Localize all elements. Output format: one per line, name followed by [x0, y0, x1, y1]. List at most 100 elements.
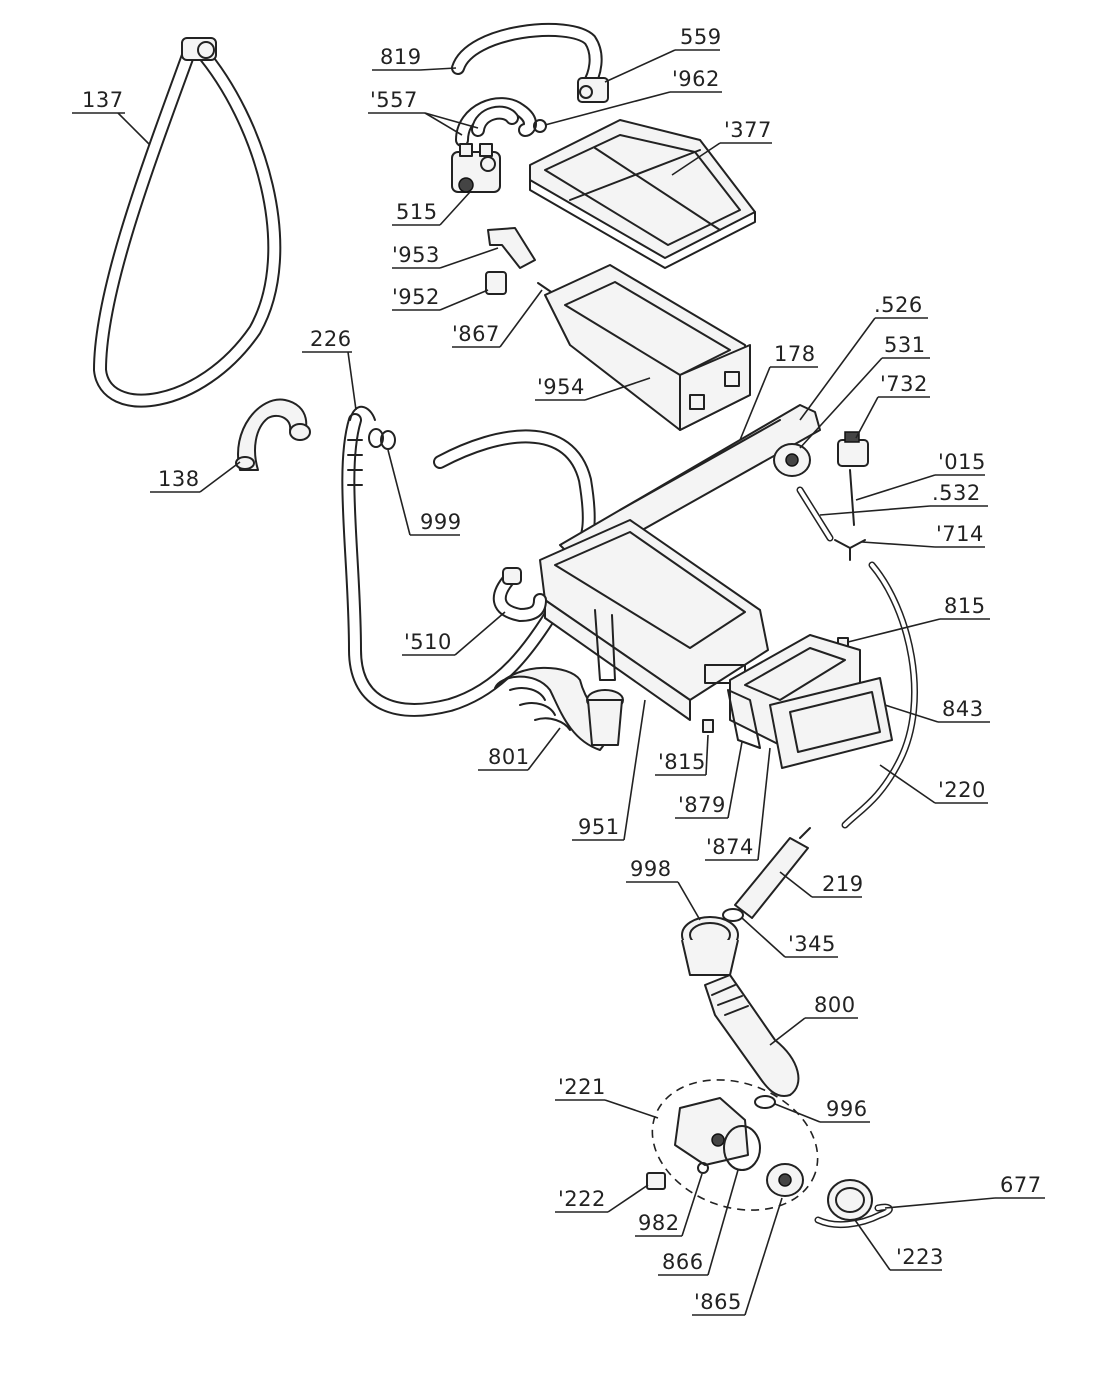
callout-866: 866: [658, 1169, 739, 1276]
label-952: '952: [392, 285, 440, 309]
part-953-siphon[interactable]: [487, 227, 536, 269]
part-559-valve[interactable]: [577, 77, 609, 103]
callout-137: 137: [72, 88, 151, 146]
label-999: 999: [420, 510, 462, 534]
callout-526: .526: [799, 293, 928, 421]
callout-874: '874: [705, 747, 771, 861]
label-178: 178: [774, 342, 816, 366]
label-221: '221: [558, 1075, 606, 1099]
part-557-hoses[interactable]: [455, 97, 547, 147]
callout-226: 226: [302, 327, 357, 411]
part-999-clamp[interactable]: [368, 428, 396, 450]
label-962: '962: [672, 67, 720, 91]
label-557: '557: [370, 88, 418, 112]
part-hose-top-loop[interactable]: [433, 429, 596, 547]
part-815-clip-b[interactable]: [702, 719, 714, 733]
callout-220: '220: [879, 764, 988, 804]
label-843: 843: [942, 697, 984, 721]
part-138-hose-bracket[interactable]: [235, 398, 311, 471]
label-865: '865: [694, 1290, 742, 1314]
part-219-tube[interactable]: [734, 827, 811, 919]
part-800-drain-bellows[interactable]: [704, 974, 800, 1097]
callout-345: '345: [741, 917, 838, 958]
label-953: '953: [392, 243, 440, 267]
part-532-tube[interactable]: [796, 486, 834, 542]
callout-867: '867: [452, 289, 543, 348]
label-515: 515: [396, 200, 438, 224]
part-223-filter-cap[interactable]: [827, 1179, 873, 1221]
callout-223: '223: [854, 1219, 944, 1271]
label-559: 559: [680, 25, 722, 49]
part-226-drain-hose[interactable]: [341, 405, 567, 717]
label-510: '510: [404, 630, 452, 654]
label-223: '223: [896, 1245, 944, 1269]
label-867: '867: [452, 322, 500, 346]
callout-996: 996: [774, 1097, 870, 1123]
part-015-tube[interactable]: [849, 469, 855, 526]
label-714: '714: [936, 522, 984, 546]
label-982: 982: [638, 1211, 680, 1235]
part-954-dispenser-drawer[interactable]: [544, 264, 751, 431]
callout-219: 219: [779, 871, 864, 898]
label-874: '874: [706, 835, 754, 859]
label-137: 137: [82, 88, 124, 112]
label-015: '015: [938, 450, 986, 474]
label-815-a: 815: [944, 594, 986, 618]
label-531: 531: [884, 333, 926, 357]
part-345-clamp[interactable]: [722, 908, 744, 922]
label-219: 219: [822, 872, 864, 896]
callout-952: '952: [392, 285, 489, 311]
callout-951: 951: [572, 699, 646, 841]
callout-800: 800: [769, 993, 858, 1046]
part-377-dispenser-cover[interactable]: [529, 119, 756, 269]
part-801-filter-cup[interactable]: [586, 689, 624, 746]
label-532: .532: [932, 481, 981, 505]
part-222-connector[interactable]: [646, 1172, 666, 1190]
label-220: '220: [938, 778, 986, 802]
callout-843: 843: [884, 697, 990, 723]
label-815-b: '815: [658, 750, 706, 774]
part-865-filter[interactable]: [766, 1163, 804, 1197]
label-996: 996: [826, 1097, 868, 1121]
label-732: '732: [880, 372, 928, 396]
label-866: 866: [662, 1250, 704, 1274]
part-998-sump[interactable]: [681, 916, 739, 976]
callout-801: 801: [478, 727, 561, 771]
callout-815-b: '815: [655, 734, 709, 776]
part-843-front-panel[interactable]: [769, 677, 893, 769]
part-732-sensor[interactable]: [837, 431, 869, 467]
part-879-gasket[interactable]: [727, 689, 761, 749]
part-220-tube[interactable]: [841, 561, 919, 829]
callout-962: '962: [544, 67, 722, 126]
label-819: 819: [380, 45, 422, 69]
label-226: 226: [310, 327, 352, 351]
callout-865: '865: [692, 1197, 783, 1316]
callout-532: .532: [819, 481, 988, 516]
callout-222: '222: [555, 1184, 649, 1213]
callout-221: '221: [555, 1075, 659, 1119]
label-800: 800: [814, 993, 856, 1017]
label-677: 677: [1000, 1173, 1042, 1197]
label-879: '879: [678, 793, 726, 817]
part-515-inlet-valve[interactable]: [451, 143, 501, 193]
part-531-pressure-switch[interactable]: [773, 443, 811, 477]
label-377: '377: [724, 118, 772, 142]
part-221-drain-pump[interactable]: [634, 1058, 836, 1233]
callout-954: '954: [535, 375, 651, 401]
label-138: 138: [158, 467, 200, 491]
part-714-connector[interactable]: [834, 539, 866, 561]
part-819-hose[interactable]: [451, 23, 603, 92]
callout-531: 531: [799, 333, 930, 449]
label-345: '345: [788, 932, 836, 956]
callout-515: 515: [392, 191, 471, 226]
callout-559: 559: [604, 25, 722, 83]
part-137-inlet-hose[interactable]: [93, 37, 282, 408]
part-982-washer[interactable]: [697, 1162, 709, 1174]
part-996-clamp[interactable]: [754, 1095, 776, 1109]
part-866-ring[interactable]: [723, 1125, 761, 1171]
callout-819: 819: [372, 45, 457, 71]
part-952-clip[interactable]: [485, 271, 507, 295]
label-801: 801: [488, 745, 530, 769]
part-510-hose-elbow[interactable]: [492, 567, 547, 622]
callout-015: '015: [855, 450, 986, 501]
